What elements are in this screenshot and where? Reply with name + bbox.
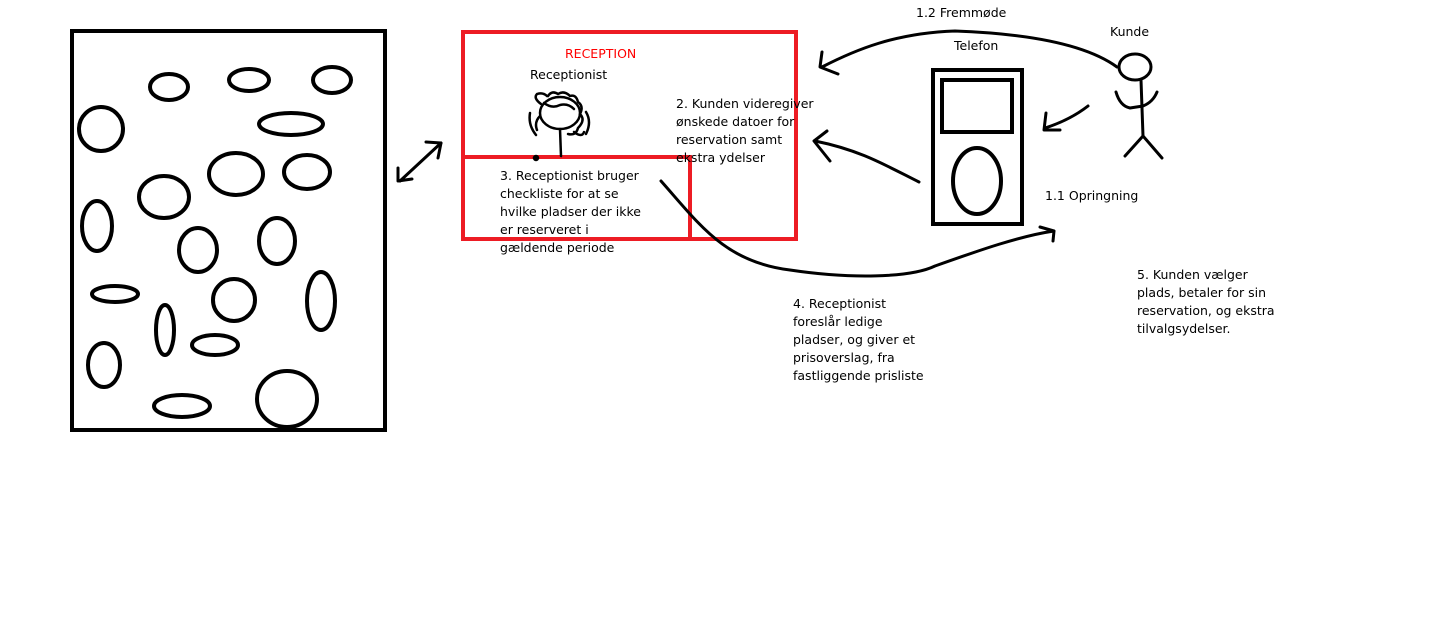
camp-spot	[154, 303, 176, 357]
arrow-step4	[659, 179, 1056, 278]
label-reception: RECEPTION	[565, 46, 637, 61]
camp-spot	[211, 277, 257, 323]
label-step3: 3. Receptionist bruger checkliste for at…	[500, 168, 641, 255]
label-receptionist: Receptionist	[530, 67, 608, 82]
receptionist-figure-icon	[528, 91, 591, 162]
camp-spot	[311, 65, 353, 95]
arrow-opringning	[1042, 104, 1090, 132]
camp-spot	[90, 284, 140, 304]
campsite-map-box	[70, 29, 387, 432]
label-step5: 5. Kunden vælger plads, betaler for sin …	[1137, 267, 1275, 336]
label-telefon: Telefon	[954, 38, 999, 53]
camp-spot	[177, 226, 219, 274]
telephone-icon	[931, 68, 1024, 226]
arrow-step2	[812, 129, 921, 184]
camp-spot	[305, 270, 337, 332]
camp-spot	[255, 369, 319, 429]
camp-spot	[257, 216, 297, 266]
label-fremmode: 1.2 Fremmøde	[916, 5, 1007, 20]
double-arrow-icon	[396, 140, 443, 183]
label-kunde: Kunde	[1110, 24, 1150, 39]
camp-spot	[148, 72, 190, 102]
camp-spot	[207, 151, 265, 197]
checklist-box	[461, 155, 692, 241]
label-step2: 2. Kunden videregiver ønskede datoer for…	[676, 96, 814, 165]
label-step4: 4. Receptionist foreslår ledige pladser,…	[793, 296, 924, 383]
camp-spot	[152, 393, 212, 419]
customer-figure-icon	[1114, 52, 1164, 160]
camp-spot	[257, 111, 325, 137]
camp-spot	[80, 199, 114, 253]
camp-spots	[77, 65, 353, 429]
label-opringning: 1.1 Opringning	[1045, 188, 1139, 203]
camp-spot	[77, 105, 125, 153]
arrow-fremmode	[818, 29, 1119, 76]
camp-spot	[282, 153, 332, 191]
camp-spot	[190, 333, 240, 357]
camp-spot	[86, 341, 122, 389]
camp-spot	[227, 67, 271, 93]
camp-spot	[137, 174, 191, 220]
